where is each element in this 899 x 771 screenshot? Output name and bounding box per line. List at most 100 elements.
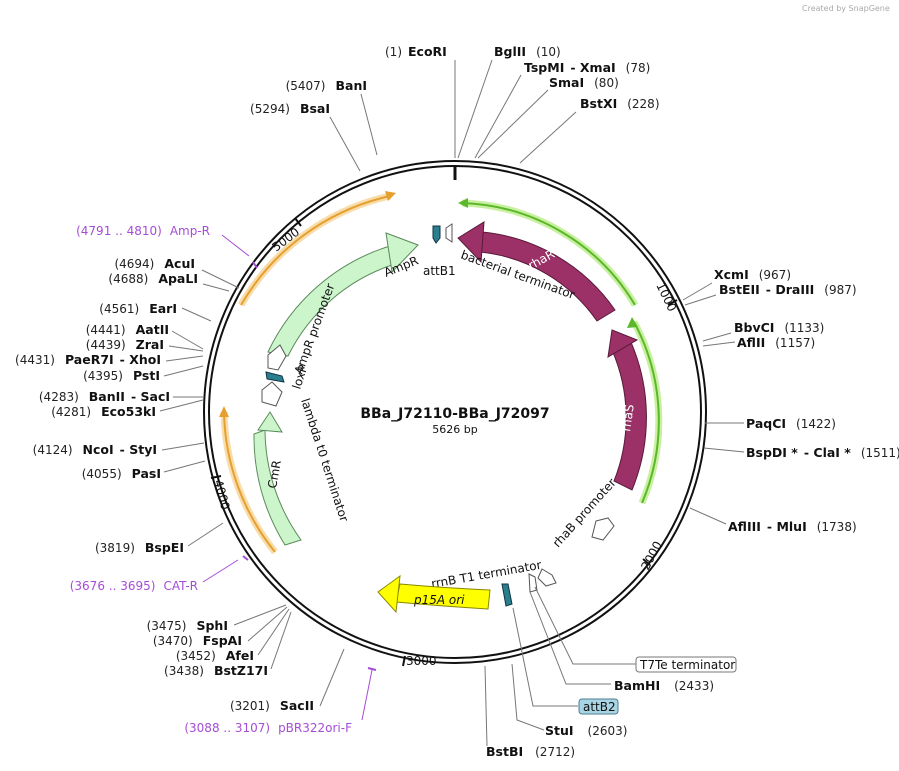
leader-BspDI: [703, 447, 745, 453]
site-NcoI-StyI[interactable]: (4124)NcoI- StyI: [33, 442, 157, 457]
site-BsaI[interactable]: (5294)BsaI: [250, 101, 330, 116]
orange-band-amp: [240, 195, 391, 306]
site-BglII[interactable]: BglII(10): [494, 44, 561, 59]
site-labels-left: (5407)BanI (5294)BsaI (4694)AcuI (4688)A…: [15, 78, 367, 713]
bacterial-terminator-feature[interactable]: [445, 223, 453, 243]
leader-AflIII: [689, 507, 727, 525]
site-Eco53kI[interactable]: (4281)Eco53kI: [51, 404, 156, 419]
orange-band-amp-arrowhead: [385, 191, 396, 201]
primer-markers: [202, 234, 377, 721]
site-AflII[interactable]: AflII(1157): [737, 335, 815, 350]
outer-bands: [219, 191, 663, 555]
site-BanI[interactable]: (5407)BanI: [286, 78, 367, 93]
orange-band-cm: [223, 411, 276, 553]
tick-label-3000: 3000: [406, 654, 437, 668]
attB1-label: attB1: [423, 264, 456, 278]
site-BstEII-DraIII[interactable]: BstEII- DraIII(987): [719, 282, 857, 297]
plasmid-name: BBa_J72110-BBa_J72097: [360, 406, 549, 422]
site-PstI[interactable]: (4395)PstI: [83, 368, 160, 383]
leader-BstXI: [519, 111, 577, 164]
CmR-label: CmR: [265, 459, 284, 489]
primer-mark-CAT: [242, 555, 249, 561]
site-AflIII-MluI[interactable]: AflIII- MluI(1738): [728, 519, 857, 534]
leader-SphI: [233, 604, 287, 626]
CmR-feature[interactable]: [253, 429, 302, 546]
site-AatII[interactable]: (4441)AatII: [86, 322, 169, 337]
attB2-box: [578, 698, 619, 715]
primer-Amp-R[interactable]: (4791 .. 4810)Amp-R: [76, 224, 210, 238]
plasmid-length: 5626 bp: [432, 423, 477, 436]
orange-band-cm-arrowhead: [219, 406, 229, 417]
leader-EarI: [181, 307, 212, 322]
tick-label-4000: 4000: [211, 478, 232, 511]
backbone-outer: [203, 160, 707, 664]
rhaB-promoter-label: rhaB promoter: [550, 476, 619, 550]
site-BspDI-ClaI[interactable]: BspDI *- ClaI *(1511): [746, 445, 899, 460]
lambda-t0-feature[interactable]: [261, 381, 283, 407]
leader-BsaI: [329, 116, 361, 172]
site-XcmI[interactable]: XcmI(967): [714, 267, 791, 282]
leader-ApaLI: [202, 283, 230, 292]
tick-1000: [667, 299, 678, 306]
leader-AflII: [702, 341, 736, 347]
primer-CAT-R[interactable]: (3676 .. 3695)CAT-R: [70, 579, 198, 593]
leader-NcoI: [161, 442, 205, 451]
attB1-feature[interactable]: [432, 225, 441, 244]
site-FspAI[interactable]: (3470)FspAI: [153, 633, 242, 648]
site-BbvCI[interactable]: BbvCI(1133): [734, 320, 824, 335]
backbone: [203, 160, 707, 664]
leader-SmaI: [477, 89, 549, 159]
site-PaeR7I-XhoI[interactable]: (4431)PaeR7I- XhoI: [15, 352, 161, 367]
site-StuI[interactable]: StuI(2603): [545, 723, 627, 738]
rhaB-promoter-feature[interactable]: [591, 517, 615, 541]
p15A-ori-arrowhead: [377, 574, 401, 614]
leader-attB2: [512, 607, 578, 707]
site-PaqCI[interactable]: PaqCI(1422): [746, 416, 836, 431]
site-SacII[interactable]: (3201)SacII: [230, 698, 314, 713]
site-BspEI[interactable]: (3819)BspEI: [95, 540, 184, 555]
loxP-feature[interactable]: [265, 371, 285, 383]
T7Te-box: [635, 656, 737, 673]
attB2-feature[interactable]: [501, 583, 513, 607]
leader-BstEII: [684, 294, 717, 306]
site-BstZ17I[interactable]: (3438)BstZ17I: [164, 663, 268, 678]
primer-leader-CAT: [202, 559, 239, 583]
green-band-side: [633, 321, 660, 504]
leader-PstI: [163, 365, 204, 377]
site-BstXI[interactable]: BstXI(228): [580, 96, 660, 111]
site-BanII-SacI[interactable]: (4283)BanII- SacI: [39, 389, 170, 404]
site-PasI[interactable]: (4055)PasI: [82, 466, 161, 481]
primer-mark-pBR: [367, 667, 377, 671]
leader-BstBI: [484, 665, 488, 747]
primer-leader-pBR: [361, 669, 373, 721]
site-ApaLI[interactable]: (4688)ApaLI: [108, 271, 198, 286]
T7Te-feature[interactable]: [537, 568, 557, 587]
primer-mark-AmpR: [252, 261, 258, 269]
p15A-ori-feature[interactable]: [395, 583, 491, 610]
leader-ZraI: [168, 345, 204, 352]
leader-AcuI: [201, 269, 240, 289]
site-BstBI[interactable]: BstBI(2712): [486, 744, 575, 759]
primer-pBR322ori-F[interactable]: (3088 .. 3107)pBR322ori-F: [184, 721, 352, 735]
site-SmaI[interactable]: SmaI(80): [549, 75, 619, 90]
site-SphI[interactable]: (3475)SphI: [147, 618, 228, 633]
site-BamHI[interactable]: BamHI(2433): [614, 678, 714, 693]
AmpR-arrowhead: [385, 232, 419, 274]
rhaS-feature[interactable]: [611, 339, 647, 491]
leader-BspEI: [187, 522, 224, 547]
green-band-top: [461, 202, 636, 306]
leader-lines: [159, 59, 745, 747]
site-AcuI[interactable]: (4694)AcuI: [114, 256, 195, 271]
tick-5000: [294, 217, 302, 227]
AmpR-promoter-feature[interactable]: [267, 344, 287, 371]
site-ZraI[interactable]: (4439)ZraI: [86, 337, 164, 352]
site-AfeI[interactable]: (3452)AfeI: [176, 648, 254, 663]
site-EarI[interactable]: (4561)EarI: [99, 301, 177, 316]
site-TspMI-XmaI[interactable]: TspMI- XmaI(78): [524, 60, 650, 75]
tick-3000: [402, 655, 406, 667]
tick-4000: [210, 475, 222, 479]
rhaR-feature[interactable]: [479, 231, 616, 322]
leader-AatII: [171, 330, 204, 350]
tick-label-1000: 1000: [653, 280, 679, 314]
